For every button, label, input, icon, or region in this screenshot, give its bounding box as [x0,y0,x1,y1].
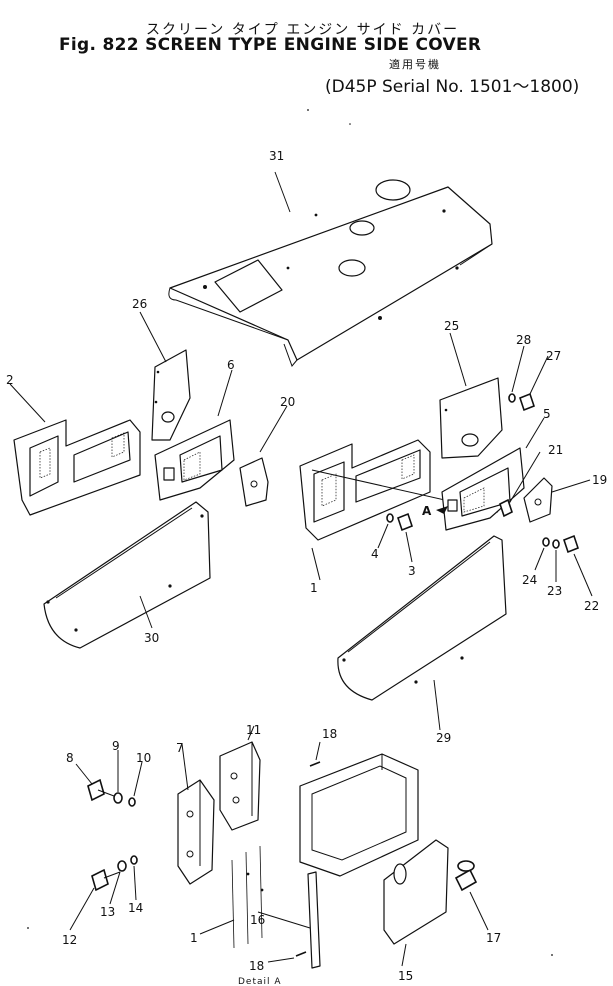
part-30-lower-left-cover [43,501,211,649]
callout-6: 6 [227,358,235,372]
part-7-bracket [177,743,215,885]
callout-1b: 1 [190,931,198,945]
callout-4: 4 [371,547,379,561]
applicability-label: 適用号機 [389,58,441,71]
callout-16: 16 [250,913,265,927]
part-27-bolt [519,355,549,412]
callout-1: 1 [310,581,318,595]
callout-17: 17 [486,931,501,945]
callout-labels: 31 26 2 6 20 25 28 27 5 21 19 1 4 3 24 2… [6,149,607,986]
detail-caption: Detail A [238,977,282,986]
callout-22: 22 [584,599,599,613]
callout-15: 15 [398,969,413,983]
callout-10: 10 [136,751,151,765]
callout-18a: 18 [322,727,337,741]
callout-23: 23 [547,584,562,598]
japanese-title: スクリーン タイプ エンジン サイド カバー [146,22,460,38]
part-1-detail-frame [199,845,264,949]
callout-2: 2 [6,373,14,387]
part-21-bolt [499,451,541,518]
serial-range: (D45P Serial No. 1501～1800) [325,77,580,97]
callout-19: 19 [592,473,607,487]
part-31-top-cover [168,171,493,367]
part-17-knob [454,860,489,931]
callout-11: 11 [246,723,261,737]
part-18-pin-upper [309,741,321,767]
callout-5: 5 [543,407,551,421]
callout-14: 14 [128,901,143,915]
part-12-bolt [69,868,121,931]
callout-27: 27 [546,349,561,363]
part-2-left-screen [9,383,141,516]
callout-9: 9 [112,739,120,753]
callout-3: 3 [408,564,416,578]
part-15-hinge-plate [383,839,449,967]
part-20-bracket [239,405,288,507]
part-8-bolt [75,763,115,802]
callout-13: 13 [100,905,115,919]
view-arrow-a: A [422,504,448,518]
part-3-bolt [397,512,413,563]
part-29-lower-right-cover [337,535,507,731]
figure-title: Fig. 822 SCREEN TYPE ENGINE SIDE COVER [59,35,482,55]
part-26-plate [139,311,191,441]
part-18-pin-lower [267,951,307,963]
part-1-right-screen [299,439,499,581]
callout-21: 21 [548,443,563,457]
part-19-bracket [523,477,591,523]
part-6-left-screen-panel [154,369,235,501]
part-23-washer [552,539,560,582]
part-25-plate [439,332,503,459]
callout-12: 12 [62,933,77,947]
callout-8: 8 [66,751,74,765]
callout-24: 24 [522,573,537,587]
callout-7: 7 [176,741,184,755]
callout-26: 26 [132,297,147,311]
part-28-washer [508,345,525,403]
part-9-washer [113,750,123,804]
part-24-washer [534,537,550,571]
callout-28: 28 [516,333,531,347]
callout-31: 31 [269,149,284,163]
part-10-washer [128,761,143,807]
part-16-rod [257,871,321,969]
part-4-washer [377,513,394,549]
callout-29: 29 [436,731,451,745]
part-14-washer [130,855,138,901]
callout-18b: 18 [249,959,264,973]
callout-25: 25 [444,319,459,333]
part-11-bracket [219,725,261,831]
part-22-bolt [563,534,593,597]
arrow-label-a: A [422,504,432,518]
callout-20: 20 [280,395,295,409]
part-13-washer [109,860,127,905]
callout-30: 30 [144,631,159,645]
part-detail-box [299,753,419,877]
